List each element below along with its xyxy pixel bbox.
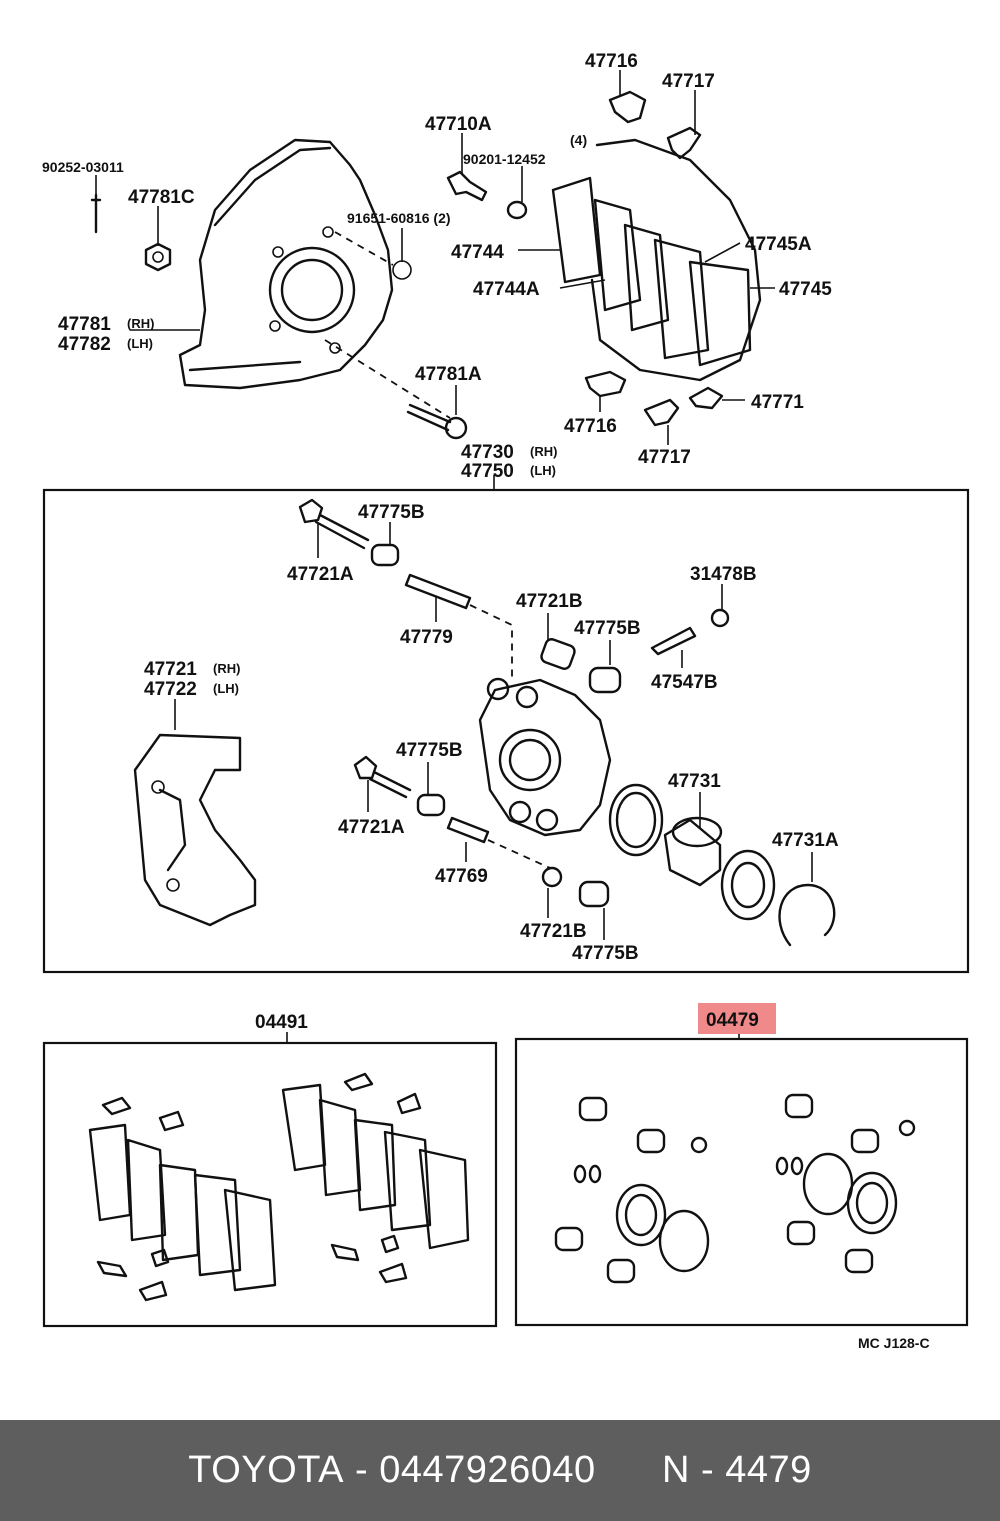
part-labels: 47716 47717 47710A (4) 90201-12452 90252… bbox=[42, 51, 930, 1351]
seal-kit-drawing bbox=[554, 1093, 916, 1284]
clip-47771 bbox=[688, 386, 724, 410]
label-qty-4: (4) bbox=[570, 132, 587, 148]
footer-space-3 bbox=[690, 1449, 701, 1492]
label-47716-top: 47716 bbox=[585, 51, 638, 72]
clip-47717-bottom bbox=[643, 398, 680, 427]
part-number-footer: TOYOTA - 0447926040 N - 4479 bbox=[0, 1420, 1000, 1521]
pin-47769-drawing bbox=[446, 816, 490, 844]
boot-47775B-top-drawing bbox=[370, 543, 400, 567]
label-47722-lh: (LH) bbox=[213, 681, 239, 696]
footer-space-1 bbox=[344, 1449, 355, 1492]
bushing-47721B-bottom-drawing bbox=[541, 866, 563, 888]
label-47769: 47769 bbox=[435, 866, 488, 887]
label-47750: 47750 bbox=[461, 461, 514, 482]
boot-seal-drawing bbox=[720, 849, 776, 921]
label-91651-60816: 91651-60816 (2) bbox=[347, 210, 451, 226]
caliper-mount-drawing bbox=[133, 733, 257, 927]
label-47717-top: 47717 bbox=[662, 71, 715, 92]
footer-space-4 bbox=[714, 1449, 725, 1492]
pin-47779-drawing bbox=[404, 573, 472, 610]
pad-kit-left-group bbox=[88, 1096, 277, 1302]
label-47745A: 47745A bbox=[745, 234, 812, 255]
piston-seal-drawing bbox=[608, 783, 664, 857]
footer-separator: - bbox=[355, 1449, 369, 1491]
label-47781C: 47781C bbox=[128, 187, 195, 208]
footer-gap bbox=[596, 1449, 662, 1492]
label-04491: 04491 bbox=[255, 1012, 308, 1033]
label-47781A: 47781A bbox=[415, 364, 482, 385]
boot-47775B-mid-drawing bbox=[416, 793, 446, 817]
ring-47731A-drawing bbox=[778, 883, 836, 947]
label-47721: 47721 bbox=[144, 659, 197, 680]
dust-shield-drawing bbox=[178, 138, 394, 390]
bolt-47781A-drawing bbox=[406, 403, 468, 440]
caliper-body-drawing bbox=[478, 677, 612, 837]
label-47775B-4: 47775B bbox=[572, 943, 639, 964]
label-47716-bottom: 47716 bbox=[564, 416, 617, 437]
screw-90252-drawing bbox=[90, 193, 102, 234]
pad-kit-box bbox=[42, 1041, 498, 1328]
middle-leaders bbox=[174, 522, 813, 940]
label-47721B-1: 47721B bbox=[516, 591, 583, 612]
label-47731: 47731 bbox=[668, 771, 721, 792]
seal-kit-box bbox=[514, 1037, 969, 1327]
pad-set-drawing bbox=[551, 138, 762, 382]
label-90252-03011: 90252-03011 bbox=[42, 159, 124, 175]
label-47744: 47744 bbox=[451, 242, 504, 263]
bolt-47721A-bottom-drawing bbox=[353, 755, 412, 799]
bushing-47721B-top-drawing bbox=[540, 638, 576, 670]
clip-47716-top bbox=[608, 90, 647, 124]
parts-diagram: 47716 47717 47710A (4) 90201-12452 90252… bbox=[42, 51, 970, 1351]
label-47775B-2: 47775B bbox=[574, 618, 641, 639]
label-47744A: 47744A bbox=[473, 279, 540, 300]
label-47750-lh: (LH) bbox=[530, 463, 556, 478]
nut-47781C-drawing bbox=[144, 242, 172, 272]
label-47745: 47745 bbox=[779, 279, 832, 300]
label-47779: 47779 bbox=[400, 627, 453, 648]
label-47730: 47730 bbox=[461, 442, 514, 463]
top-leaders bbox=[95, 70, 775, 490]
pad-kit-right-group bbox=[281, 1072, 470, 1284]
bolt-47721A-top-drawing bbox=[298, 498, 370, 550]
cap-31478B-drawing bbox=[710, 608, 730, 628]
label-47721-rh: (RH) bbox=[213, 661, 240, 676]
label-47547B: 47547B bbox=[651, 672, 718, 693]
label-47721A-1: 47721A bbox=[287, 564, 354, 585]
bleeder-47547B-drawing bbox=[650, 626, 697, 656]
label-47775B-1: 47775B bbox=[358, 502, 425, 523]
label-47721B-2: 47721B bbox=[520, 921, 587, 942]
label-47710A: 47710A bbox=[425, 114, 492, 135]
footer-part-number: 0447926040 bbox=[379, 1449, 596, 1491]
caliper-assembly-box bbox=[42, 488, 970, 974]
washer-90201-drawing bbox=[506, 200, 528, 220]
label-47722: 47722 bbox=[144, 679, 197, 700]
label-90201-12452: 90201-12452 bbox=[463, 151, 546, 167]
bolt-47710A-drawing bbox=[446, 170, 488, 202]
label-47721A-2: 47721A bbox=[338, 817, 405, 838]
diagram-code: MC J128-C bbox=[858, 1335, 930, 1351]
highlight-04479 bbox=[698, 1003, 776, 1034]
clip-47716-bottom bbox=[584, 370, 627, 398]
boot-47775B-bottom-drawing bbox=[578, 880, 610, 908]
footer-ref-prefix: N bbox=[661, 1449, 690, 1491]
label-47717-bottom: 47717 bbox=[638, 447, 691, 468]
footer-brand: TOYOTA bbox=[188, 1449, 344, 1491]
label-47771: 47771 bbox=[751, 392, 804, 413]
piston-47731-drawing bbox=[663, 816, 723, 887]
label-47781: 47781 bbox=[58, 314, 111, 335]
label-47782: 47782 bbox=[58, 334, 111, 355]
label-47782-lh: (LH) bbox=[127, 336, 153, 351]
footer-space-2 bbox=[368, 1449, 379, 1492]
clip-47717-top bbox=[666, 126, 702, 160]
label-47775B-3: 47775B bbox=[396, 740, 463, 761]
label-47730-rh: (RH) bbox=[530, 444, 557, 459]
footer-ref-number: 4479 bbox=[725, 1449, 812, 1491]
label-47781-rh: (RH) bbox=[127, 316, 154, 331]
boot-47775B-right-drawing bbox=[588, 666, 622, 694]
label-47731A: 47731A bbox=[772, 830, 839, 851]
footer-ref-separator: - bbox=[700, 1449, 715, 1491]
label-04479: 04479 bbox=[706, 1010, 759, 1031]
label-31478B: 31478B bbox=[690, 564, 757, 585]
